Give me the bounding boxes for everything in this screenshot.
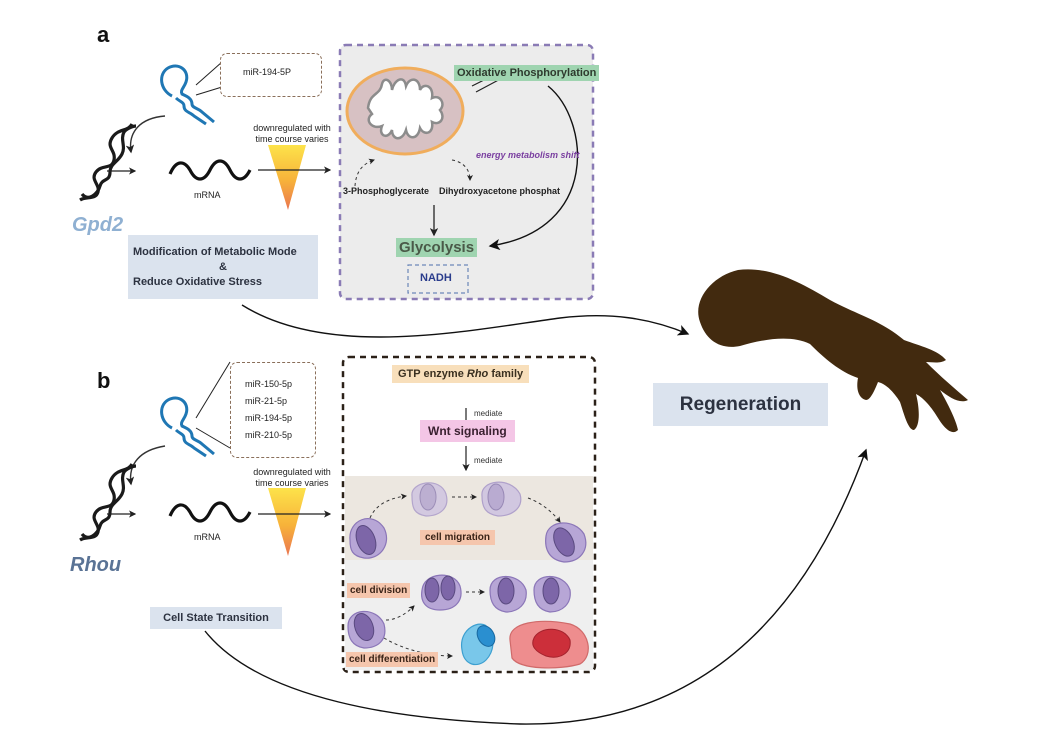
trend-line: downregulated with: [253, 467, 331, 477]
regenerating-limb-icon: [698, 269, 968, 433]
arrow-a-to-regeneration: [241, 304, 690, 338]
mrna-wave-icon-b: [168, 501, 252, 523]
mirna-label: miR-150-5p: [245, 379, 293, 389]
oxphos-label: Oxidative Phosphorylation: [454, 65, 600, 81]
arrow-oxphos-to-glycolysis: [488, 85, 579, 251]
panel-label-a: a: [97, 22, 110, 47]
arrow-to-differentiation: [383, 637, 453, 659]
arrow-3pg-to-mito: [354, 158, 375, 187]
callout-line: [195, 86, 223, 96]
regeneration-box: Regeneration: [653, 383, 828, 426]
callout-line: [195, 361, 231, 419]
mediate-label-2: mediate: [474, 456, 503, 465]
effect-text: Reduce Oxidative Stress: [133, 276, 263, 288]
mirna-box-a: miR-194-5P: [220, 53, 322, 97]
arrow-mirna-to-dna: [125, 115, 166, 154]
gtp-italic: Rho: [466, 368, 489, 380]
arrow-migration: [527, 497, 561, 523]
trend-label-a: downregulated with time course varies: [252, 123, 332, 145]
downregulation-cone-a: [268, 145, 306, 210]
effect-box-b: Cell State Transition: [150, 607, 282, 629]
trend-line: downregulated with: [253, 123, 331, 133]
cell-icon: [349, 518, 388, 559]
trend-label-b: downregulated with time course varies: [252, 467, 332, 489]
cell-icon: [545, 522, 587, 563]
wnt-signaling-label: Wnt signaling: [420, 420, 515, 442]
trend-line: time course varies: [255, 134, 329, 144]
cell-migration-label: cell migration: [420, 530, 496, 545]
differentiated-cell-red-icon: [509, 620, 589, 669]
effect-box-a: Modification of Metabolic Mode & Reduce …: [128, 235, 318, 299]
metabolite-3pg: 3-Phosphoglycerate: [343, 186, 430, 196]
effect-text: &: [219, 261, 227, 273]
mirna-label: miR-194-5P: [243, 67, 292, 77]
cell-division-label: cell division: [347, 583, 411, 598]
cell-icon: [481, 481, 522, 517]
dna-helix-icon-b: [79, 463, 137, 542]
downregulation-cone-b: [268, 488, 306, 556]
gene-label-rhou: Rhou: [70, 554, 122, 576]
dividing-cell-icon: [421, 574, 462, 611]
trend-line: time course varies: [255, 478, 329, 488]
mirna-label: miR-21-5p: [245, 396, 288, 406]
metabolite-dhap: Dihydroxyacetone phosphat: [439, 186, 561, 196]
callout-line: [195, 427, 231, 449]
arrow-b-to-regeneration: [204, 448, 868, 725]
panel-label-b: b: [97, 368, 111, 393]
dna-helix-icon-a: [79, 123, 137, 202]
stem-cell-icon: [347, 610, 386, 649]
mitochondrion-icon: [345, 66, 465, 156]
energy-shift-label: energy metabolism shift: [476, 150, 580, 160]
mrna-label-a: mRNA: [194, 190, 221, 200]
mrna-label-b: mRNA: [194, 532, 221, 542]
mirna-hairpin-icon-a: [160, 64, 215, 126]
cell-differentiation-label: cell differentiation: [346, 652, 439, 667]
gene-label-gpd2: Gpd2: [72, 214, 124, 236]
callout-line: [195, 61, 223, 86]
gtp-rho-label: GTP enzyme Rho family: [392, 365, 530, 383]
differentiated-cell-blue-icon: [461, 623, 496, 666]
cell-icon: [533, 576, 571, 613]
mirna-hairpin-icon-b: [160, 396, 215, 458]
mirna-box-b: miR-150-5p miR-21-5p miR-194-5p miR-210-…: [230, 362, 316, 458]
glycolysis-label: Glycolysis: [396, 238, 478, 257]
arrow-to-division: [385, 605, 415, 621]
nadh-box: [407, 264, 469, 294]
cell-icon: [489, 576, 527, 613]
mediate-label-1: mediate: [474, 409, 503, 418]
mirna-label: miR-210-5p: [245, 430, 293, 440]
gtp-text: GTP enzyme: [398, 368, 467, 380]
nadh-label: NADH: [420, 272, 452, 284]
mrna-wave-icon-a: [168, 159, 252, 181]
mirna-label: miR-194-5p: [245, 413, 293, 423]
gtp-text: family: [488, 368, 524, 380]
cell-icon: [411, 482, 448, 517]
arrow-mirna-to-dna-b: [125, 445, 166, 486]
arrow-mito-to-dhap: [451, 159, 473, 181]
effect-text: Modification of Metabolic Mode: [133, 246, 297, 258]
